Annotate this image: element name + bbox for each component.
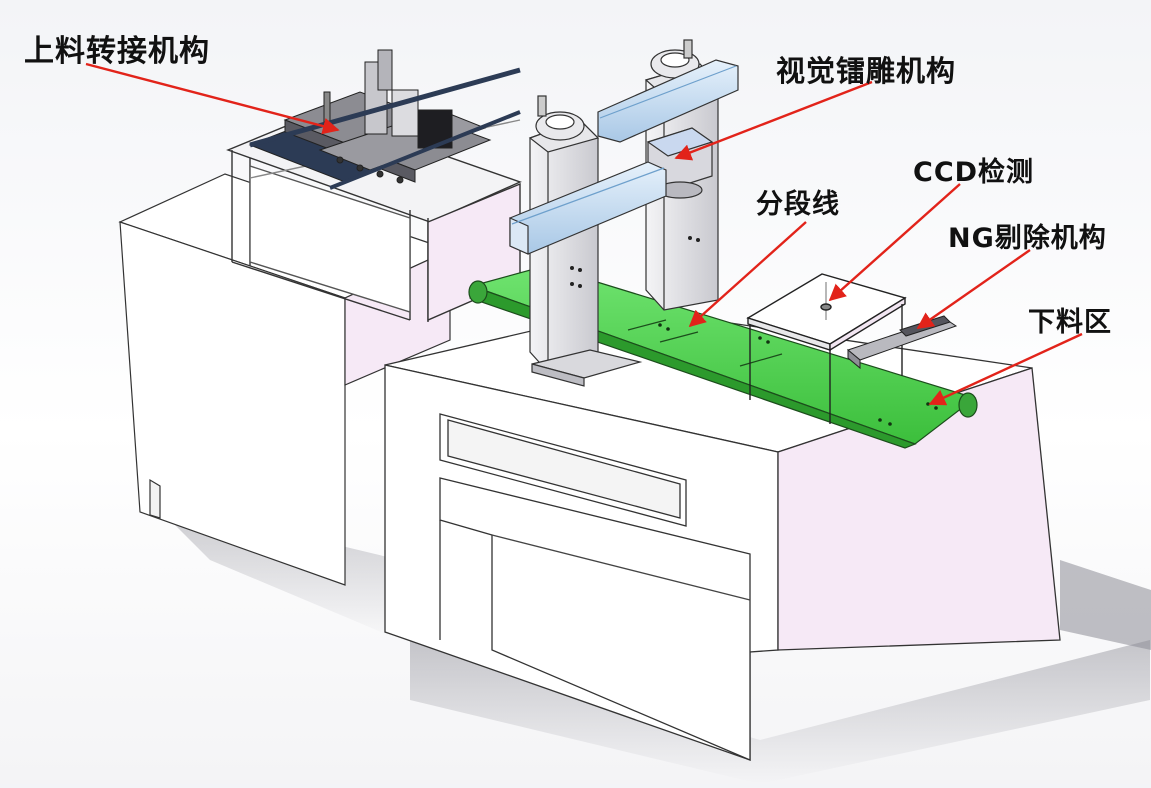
arrow-vision-engraving xyxy=(674,80,873,161)
ccd-inspection-frame xyxy=(746,273,907,424)
label-unloading-zone: 下料区 xyxy=(1028,307,1112,338)
arrow-loading-transfer xyxy=(85,62,340,135)
arrow-ccd-inspection xyxy=(828,183,961,302)
label-ccd-inspection: CCD检测 xyxy=(913,157,1035,188)
vision-engraving-gantry xyxy=(509,39,739,387)
arrow-unloading-zone xyxy=(928,332,1083,406)
annotation-arrows xyxy=(85,62,1083,406)
loading-transfer-mechanism xyxy=(248,49,521,190)
label-ng-rejection: NG剔除机构 xyxy=(948,223,1107,254)
arrow-ng-rejection xyxy=(916,249,1031,329)
label-loading-transfer: 上料转接机构 xyxy=(24,34,210,69)
label-vision-engraving: 视觉镭雕机构 xyxy=(776,54,957,88)
label-segmented-line: 分段线 xyxy=(756,189,840,220)
arrow-segmented-line xyxy=(688,221,807,328)
